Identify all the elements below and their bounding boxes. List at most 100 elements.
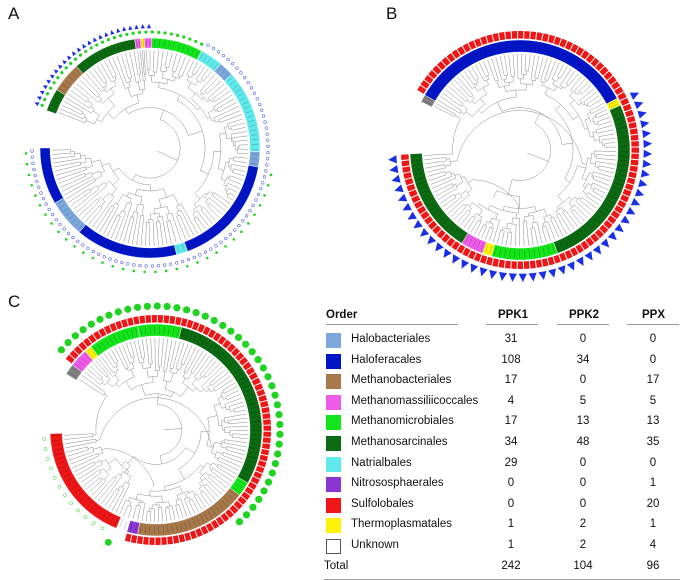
tree-branch	[157, 50, 159, 72]
domain-ring-cell	[259, 455, 268, 462]
tree-branch	[545, 80, 546, 83]
tree-branch	[74, 462, 93, 472]
domain-ring-cell	[631, 160, 639, 166]
tree-branch	[97, 119, 102, 121]
domain-ring-cell	[184, 532, 191, 541]
domain-marker-circle	[124, 306, 131, 313]
domain-marker-open-circle	[109, 258, 112, 261]
tree-branch	[502, 108, 562, 145]
tree-branch	[472, 96, 474, 99]
domain-ring-cell	[137, 536, 143, 544]
ppx-count: 35	[633, 436, 673, 448]
domain-ring-cell	[548, 257, 555, 266]
domain-marker-circle	[224, 245, 227, 248]
domain-ring-cell	[139, 316, 145, 324]
domain-marker-circle	[113, 36, 116, 39]
total-ppx: 96	[633, 560, 673, 572]
tree-branch	[229, 128, 231, 129]
tree-branch	[204, 207, 216, 220]
tree-branch	[204, 376, 206, 378]
ppk1-count: 17	[491, 374, 531, 386]
tree-branch	[106, 468, 111, 472]
tree-branch	[235, 140, 248, 141]
domain-ring-cell	[480, 36, 487, 45]
domain-ring-cell	[263, 437, 271, 443]
domain-marker-triangle	[402, 203, 411, 210]
tree-branch	[492, 58, 499, 80]
domain-marker-triangle	[608, 231, 617, 240]
order-color-swatch	[326, 477, 341, 492]
domain-ring-cell	[121, 319, 128, 328]
tree-branch	[162, 216, 167, 244]
tree-branch	[533, 215, 534, 222]
tree-branch	[461, 191, 467, 195]
tree-branch	[496, 214, 498, 220]
domain-marker-circle	[90, 46, 93, 49]
domain-marker-triangle	[641, 169, 650, 177]
domain-marker-circle	[276, 431, 283, 438]
tree-branch	[172, 72, 173, 77]
tree-branch	[103, 205, 119, 234]
tree-branch	[107, 215, 117, 236]
ppx-count: 0	[633, 333, 673, 345]
domain-marker-circle	[143, 271, 146, 274]
tree-branch	[579, 82, 588, 91]
domain-marker-open-circle	[101, 527, 104, 530]
tree-branch	[199, 472, 202, 475]
domain-marker-triangle	[558, 265, 566, 274]
tree-branch	[86, 166, 92, 168]
tree-branch	[585, 118, 590, 120]
tree-branch	[103, 193, 109, 200]
domain-ring-cell	[161, 537, 167, 545]
domain-marker-circle	[196, 261, 199, 264]
tree-branch	[115, 77, 116, 80]
domain-marker-circle	[65, 339, 72, 346]
tree-branch	[93, 111, 100, 115]
tree-branch	[53, 159, 81, 163]
tree-branch	[158, 404, 182, 455]
domain-ring-cell	[530, 261, 536, 269]
tree-branch	[177, 100, 205, 170]
domain-marker-open-circle	[37, 186, 40, 189]
tree-branch	[525, 54, 526, 71]
tree-branch	[107, 113, 114, 119]
tree-branch	[225, 126, 229, 127]
domain-ring-cell	[554, 37, 561, 46]
tree-branch	[457, 110, 582, 163]
order-name: Unknown	[351, 539, 399, 551]
tree-branch	[548, 61, 556, 81]
tree-branch	[169, 502, 170, 506]
ppx-count: 20	[633, 498, 673, 510]
domain-marker-circle	[260, 364, 267, 371]
domain-marker-circle	[95, 43, 98, 46]
tree-branch	[128, 108, 188, 136]
domain-marker-circle	[255, 356, 262, 363]
tree-branch	[207, 206, 219, 218]
domain-marker-triangle	[72, 51, 76, 56]
tree-branch	[160, 221, 163, 245]
tree-branch	[111, 189, 116, 195]
domain-marker-circle	[215, 251, 218, 254]
tree-branch	[212, 100, 214, 102]
domain-ring-cell	[492, 258, 499, 266]
tree-branch	[455, 193, 459, 196]
tree-branch	[451, 173, 454, 174]
tree-branch	[100, 398, 211, 445]
tree-branch	[56, 167, 86, 176]
tree-branch	[462, 105, 467, 109]
tree-branch	[66, 181, 96, 199]
tree-branch	[213, 88, 227, 99]
tree-branch	[158, 338, 159, 366]
ppx-count: 5	[633, 395, 673, 407]
domain-marker-circle	[73, 245, 76, 248]
ppx-count: 17	[633, 374, 673, 386]
tree-branch	[90, 186, 97, 191]
tree-branch	[227, 177, 229, 178]
tree-branch	[588, 193, 601, 201]
tree-branch	[98, 197, 101, 200]
domain-marker-triangle	[388, 155, 397, 163]
domain-ring-cell	[262, 413, 270, 419]
domain-ring-cell	[631, 141, 639, 147]
order-color-swatch	[326, 395, 341, 410]
